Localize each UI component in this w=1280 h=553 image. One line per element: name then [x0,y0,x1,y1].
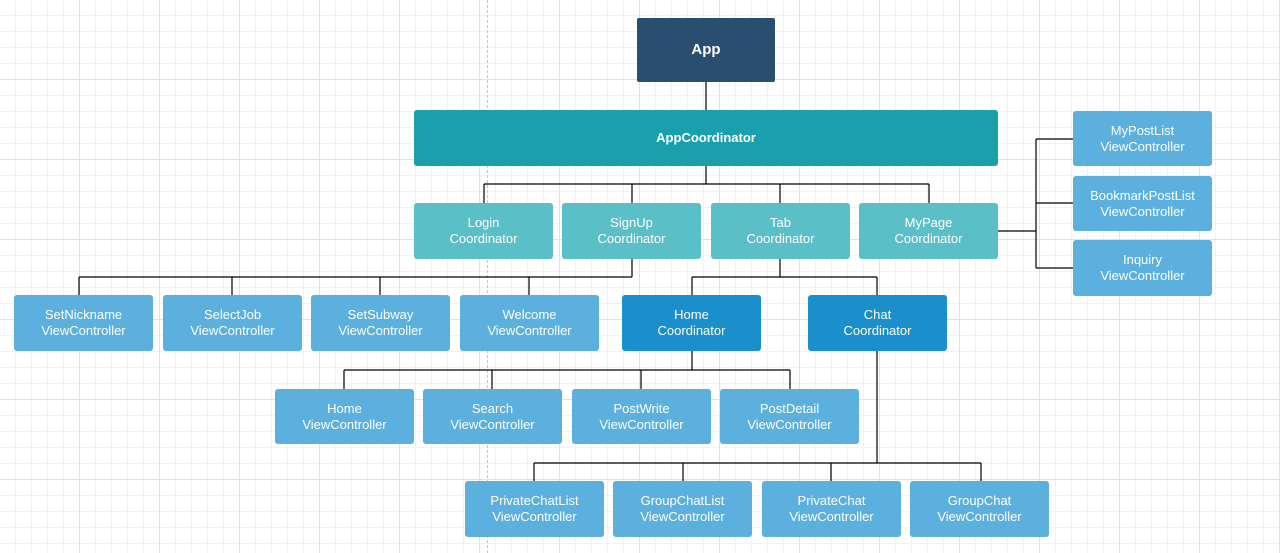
node-label-line2: ViewController [1100,138,1185,154]
node-label-line2: ViewController [190,323,275,338]
connector-chat-viewcontrollers [533,351,982,481]
selectjob-viewcontroller-node[interactable]: SelectJob ViewController [163,295,302,351]
node-label-line2: ViewController [599,416,684,432]
privatechat-viewcontroller-node[interactable]: PrivateChat ViewController [762,481,901,537]
app-coordinator-node-label: AppCoordinator [656,130,756,145]
tab-coordinator-node[interactable]: Tab Coordinator [711,203,850,259]
setnickname-viewcontroller-node[interactable]: SetNickname ViewController [14,295,153,351]
groupchat-viewcontroller-node[interactable]: GroupChat ViewController [910,481,1049,537]
privatechatlist-viewcontroller-node[interactable]: PrivateChatList ViewController [465,481,604,537]
node-label-line1: PostDetail [759,400,820,416]
groupchatlist-viewcontroller-node[interactable]: GroupChatList ViewController [613,481,752,537]
connector-home-viewcontrollers [343,351,791,389]
node-label-line1: Home [674,307,709,322]
node-label-line2: ViewController [450,416,535,432]
node-label-line2: Coordinator [746,231,815,246]
login-coordinator-node[interactable]: Login Coordinator [414,203,553,259]
node-label-line2: ViewController [338,323,423,338]
app-coordinator-node[interactable]: AppCoordinator [414,110,998,166]
node-label-line1: SignUp [610,215,653,230]
signup-coordinator-node[interactable]: SignUp Coordinator [562,203,701,259]
welcome-viewcontroller-node[interactable]: Welcome ViewController [460,295,599,351]
node-label-line1: PrivateChatList [490,493,579,508]
node-label-line1: SetSubway [347,307,414,322]
connector-mypage-viewcontrollers [998,138,1073,269]
node-label-line2: Coordinator [894,231,963,246]
node-label-line1: SetNickname [44,307,123,322]
node-label-line1: MyPostList [1110,122,1175,138]
node-label-line2: Coordinator [843,323,912,338]
node-label-line1: GroupChat [947,493,1012,508]
inquiry-viewcontroller-node[interactable]: Inquiry ViewController [1073,240,1212,296]
node-label-line2: ViewController [492,509,577,524]
home-viewcontroller-node[interactable]: Home ViewController [275,389,414,444]
node-label-line2: ViewController [640,509,725,524]
node-label-line1: Inquiry [1122,252,1163,267]
postdetail-viewcontroller-node[interactable]: PostDetail ViewController [720,389,859,444]
setsubway-viewcontroller-node[interactable]: SetSubway ViewController [311,295,450,351]
node-label-line2: ViewController [41,323,126,338]
node-label-line2: ViewController [1100,268,1185,283]
node-label-line1: BookmarkPostList [1090,187,1195,203]
chat-coordinator-node[interactable]: Chat Coordinator [808,295,947,351]
mypostlist-viewcontroller-node[interactable]: MyPostList ViewController [1073,111,1212,166]
node-label-line2: ViewController [1100,203,1185,219]
home-coordinator-node[interactable]: Home Coordinator [622,295,761,351]
node-label-line2: ViewController [487,323,572,338]
connector-tab-subcoordinators [691,259,878,295]
bookmarkpostlist-viewcontroller-node[interactable]: BookmarkPostList ViewController [1073,176,1212,231]
node-label-line2: ViewController [302,416,387,432]
node-label-line1: SelectJob [203,307,262,322]
node-label-line2: Coordinator [597,231,666,246]
node-label-line2: ViewController [789,509,874,524]
node-label-line1: Tab [770,215,791,230]
node-label-line1: Search [471,400,514,416]
node-label-line2: Coordinator [449,231,518,246]
node-label-line1: Welcome [502,307,557,322]
node-label-line1: MyPage [904,215,953,230]
node-label-line1: Login [467,215,500,230]
connector-appcoordinator-coordinators [483,166,930,203]
node-label-line1: PrivateChat [797,493,866,508]
node-label-line1: PostWrite [613,400,670,416]
node-label-line1: Chat [863,307,892,322]
node-label-line2: ViewController [937,509,1022,524]
node-label-line1: Home [327,400,362,416]
app-node[interactable]: App [637,18,775,82]
postwrite-viewcontroller-node[interactable]: PostWrite ViewController [572,389,711,444]
node-label-line2: ViewController [747,416,832,432]
connector-signup-viewcontrollers [78,259,633,295]
mypage-coordinator-node[interactable]: MyPage Coordinator [859,203,998,259]
node-label-line2: Coordinator [657,323,726,338]
node-label-line1: GroupChatList [640,493,725,508]
app-node-label: App [691,41,721,58]
search-viewcontroller-node[interactable]: Search ViewController [423,389,562,444]
